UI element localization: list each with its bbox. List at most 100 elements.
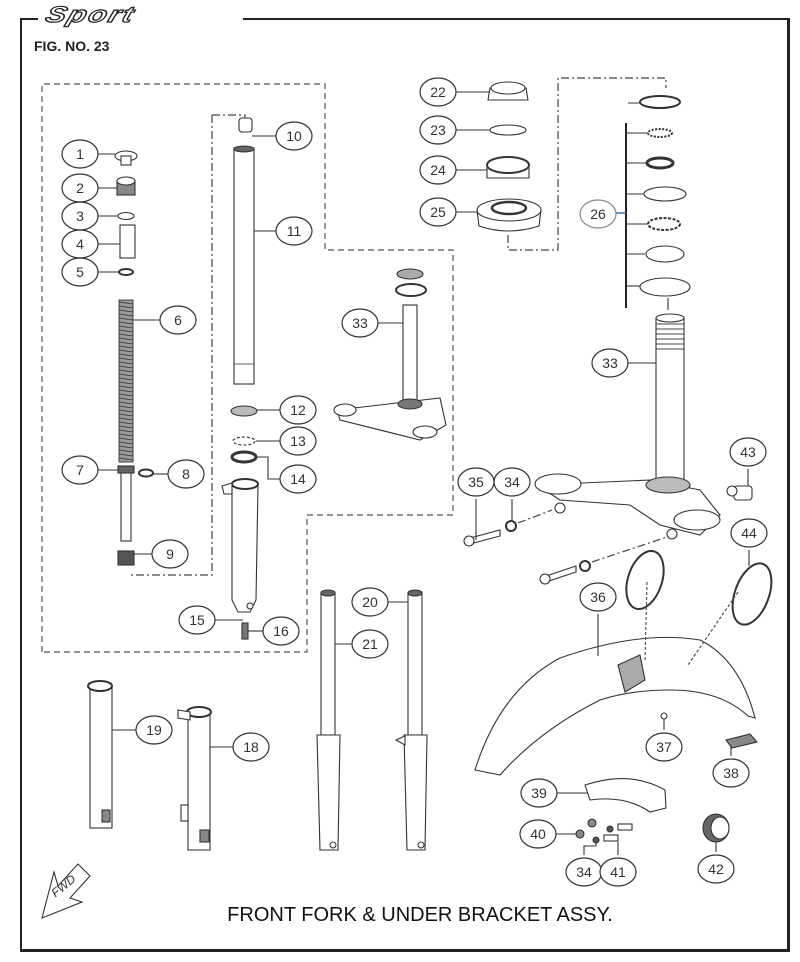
callout-7-piston-ring-seat[interactable]: 7 [61,455,99,485]
reflector-parts [625,549,773,626]
front-fender-part [474,581,756,776]
callout-number: 10 [286,128,302,144]
callout-13-circlip[interactable]: 13 [279,426,317,456]
callout-15-gasket-washer[interactable]: 15 [178,605,216,635]
callout-bubble [351,629,389,659]
spring-coil [118,425,134,429]
callout-bubble [579,199,617,229]
callout-3-o-ring[interactable]: 3 [61,201,99,231]
callout-bubble [351,587,389,617]
fork-cap-nut-part [116,176,136,196]
callout-33-under-bracket[interactable]: 33 [341,308,379,338]
callout-39-fender-brace[interactable]: 39 [520,778,558,808]
spring-coil [118,337,134,341]
callout-42-grommet[interactable]: 42 [697,854,735,884]
callout-14-oil-seal[interactable]: 14 [279,464,317,494]
callout-bubble [262,616,300,646]
callout-37-clip[interactable]: 37 [645,732,683,762]
callout-bubble [579,582,617,612]
callout-11-inner-tube[interactable]: 11 [275,216,313,246]
callout-34-washer[interactable]: 34 [493,467,531,497]
callout-36-front-fender[interactable]: 36 [579,582,617,612]
callout-24-adjusting-nut[interactable]: 24 [419,155,457,185]
callout-number: 18 [243,739,259,755]
callout-number: 36 [590,589,606,605]
spring-coil [118,373,134,377]
spring-coil [118,401,134,405]
spring-coil [118,433,134,437]
callout-bubble [279,426,317,456]
spring-coil [118,437,134,441]
outer-tube-left-part [87,680,113,829]
callout-26-steering-bearing-set[interactable]: 26 [579,199,617,229]
callout-2-fork-cap-nut[interactable]: 2 [61,173,99,203]
callout-number: 22 [430,84,446,100]
o-ring-part [117,211,135,221]
callout-number: 19 [146,722,162,738]
callout-38-reflector-holder[interactable]: 38 [712,758,750,788]
callout-16-drain-bolt[interactable]: 16 [262,616,300,646]
fork-spring-part [118,299,134,463]
callout-bubble [279,464,317,494]
spring-coil [118,377,134,381]
callout-19-outer-tube-left[interactable]: 19 [135,715,173,745]
callout-8-piston-ring[interactable]: 8 [167,459,205,489]
spring-coil [118,357,134,361]
callout-number: 25 [430,204,446,220]
callout-34-washer[interactable]: 34 [565,857,603,887]
spring-coil [118,389,134,393]
spring-coil [118,453,134,457]
callout-35-pinch-bolt[interactable]: 35 [457,467,495,497]
under-bracket-large-part [534,313,721,540]
callout-5-spring-seat-washer[interactable]: 5 [61,257,99,287]
callout-20-front-fork-right[interactable]: 20 [351,587,389,617]
callout-25-dust-cover[interactable]: 25 [419,197,457,227]
callout-1-fork-cap-bolt[interactable]: 1 [61,139,99,169]
callout-bubble [599,857,637,887]
callout-bubble [730,518,768,548]
callout-23-washer[interactable]: 23 [419,115,457,145]
spring-coil [118,309,134,313]
callout-bubble [279,395,317,425]
callout-number: 23 [430,122,446,138]
diagram-caption: FRONT FORK & UNDER BRACKET ASSY. [227,904,613,926]
callout-number: 34 [576,864,592,880]
callout-43-brake-hose-clamp[interactable]: 43 [729,437,767,467]
callout-bubble [167,459,205,489]
callout-18-outer-tube-right[interactable]: 18 [232,732,270,762]
callout-40-nut[interactable]: 40 [519,819,557,849]
grommet-part [702,813,730,843]
callout-33-under-bracket[interactable]: 33 [591,348,629,378]
callout-41-bolt[interactable]: 41 [599,857,637,887]
spring-coil [118,349,134,353]
callout-number: 11 [287,223,302,239]
callout-4-spacer-collar[interactable]: 4 [61,229,99,259]
callout-bubble [591,348,629,378]
fork-cap-bolt-part [114,150,138,166]
callout-44-reflector[interactable]: 44 [730,518,768,548]
callout-10-inner-tube-bushing[interactable]: 10 [275,121,313,151]
spring-coil [118,381,134,385]
spring-coil [118,333,134,337]
callout-number: 38 [723,765,739,781]
callout-12-dust-seal[interactable]: 12 [279,395,317,425]
callout-bubble [457,467,495,497]
callout-6-fork-spring[interactable]: 6 [159,305,197,335]
spring-coil [118,305,134,309]
callout-21-front-fork-left[interactable]: 21 [351,629,389,659]
logo-background [38,8,243,34]
callout-number: 33 [602,355,618,371]
callout-number: 16 [273,623,289,639]
callout-number: 6 [174,312,182,328]
callout-bubble [232,732,270,762]
adjusting-nut-part [486,156,530,179]
callout-bubble [159,305,197,335]
callout-bubble [419,115,457,145]
callout-9-damper-lock[interactable]: 9 [151,539,189,569]
callout-number: 14 [290,471,306,487]
callout-22-steering-stem-nut[interactable]: 22 [419,77,457,107]
spring-coil [118,413,134,417]
callout-bubble [178,605,216,635]
callout-number: 40 [530,826,546,842]
